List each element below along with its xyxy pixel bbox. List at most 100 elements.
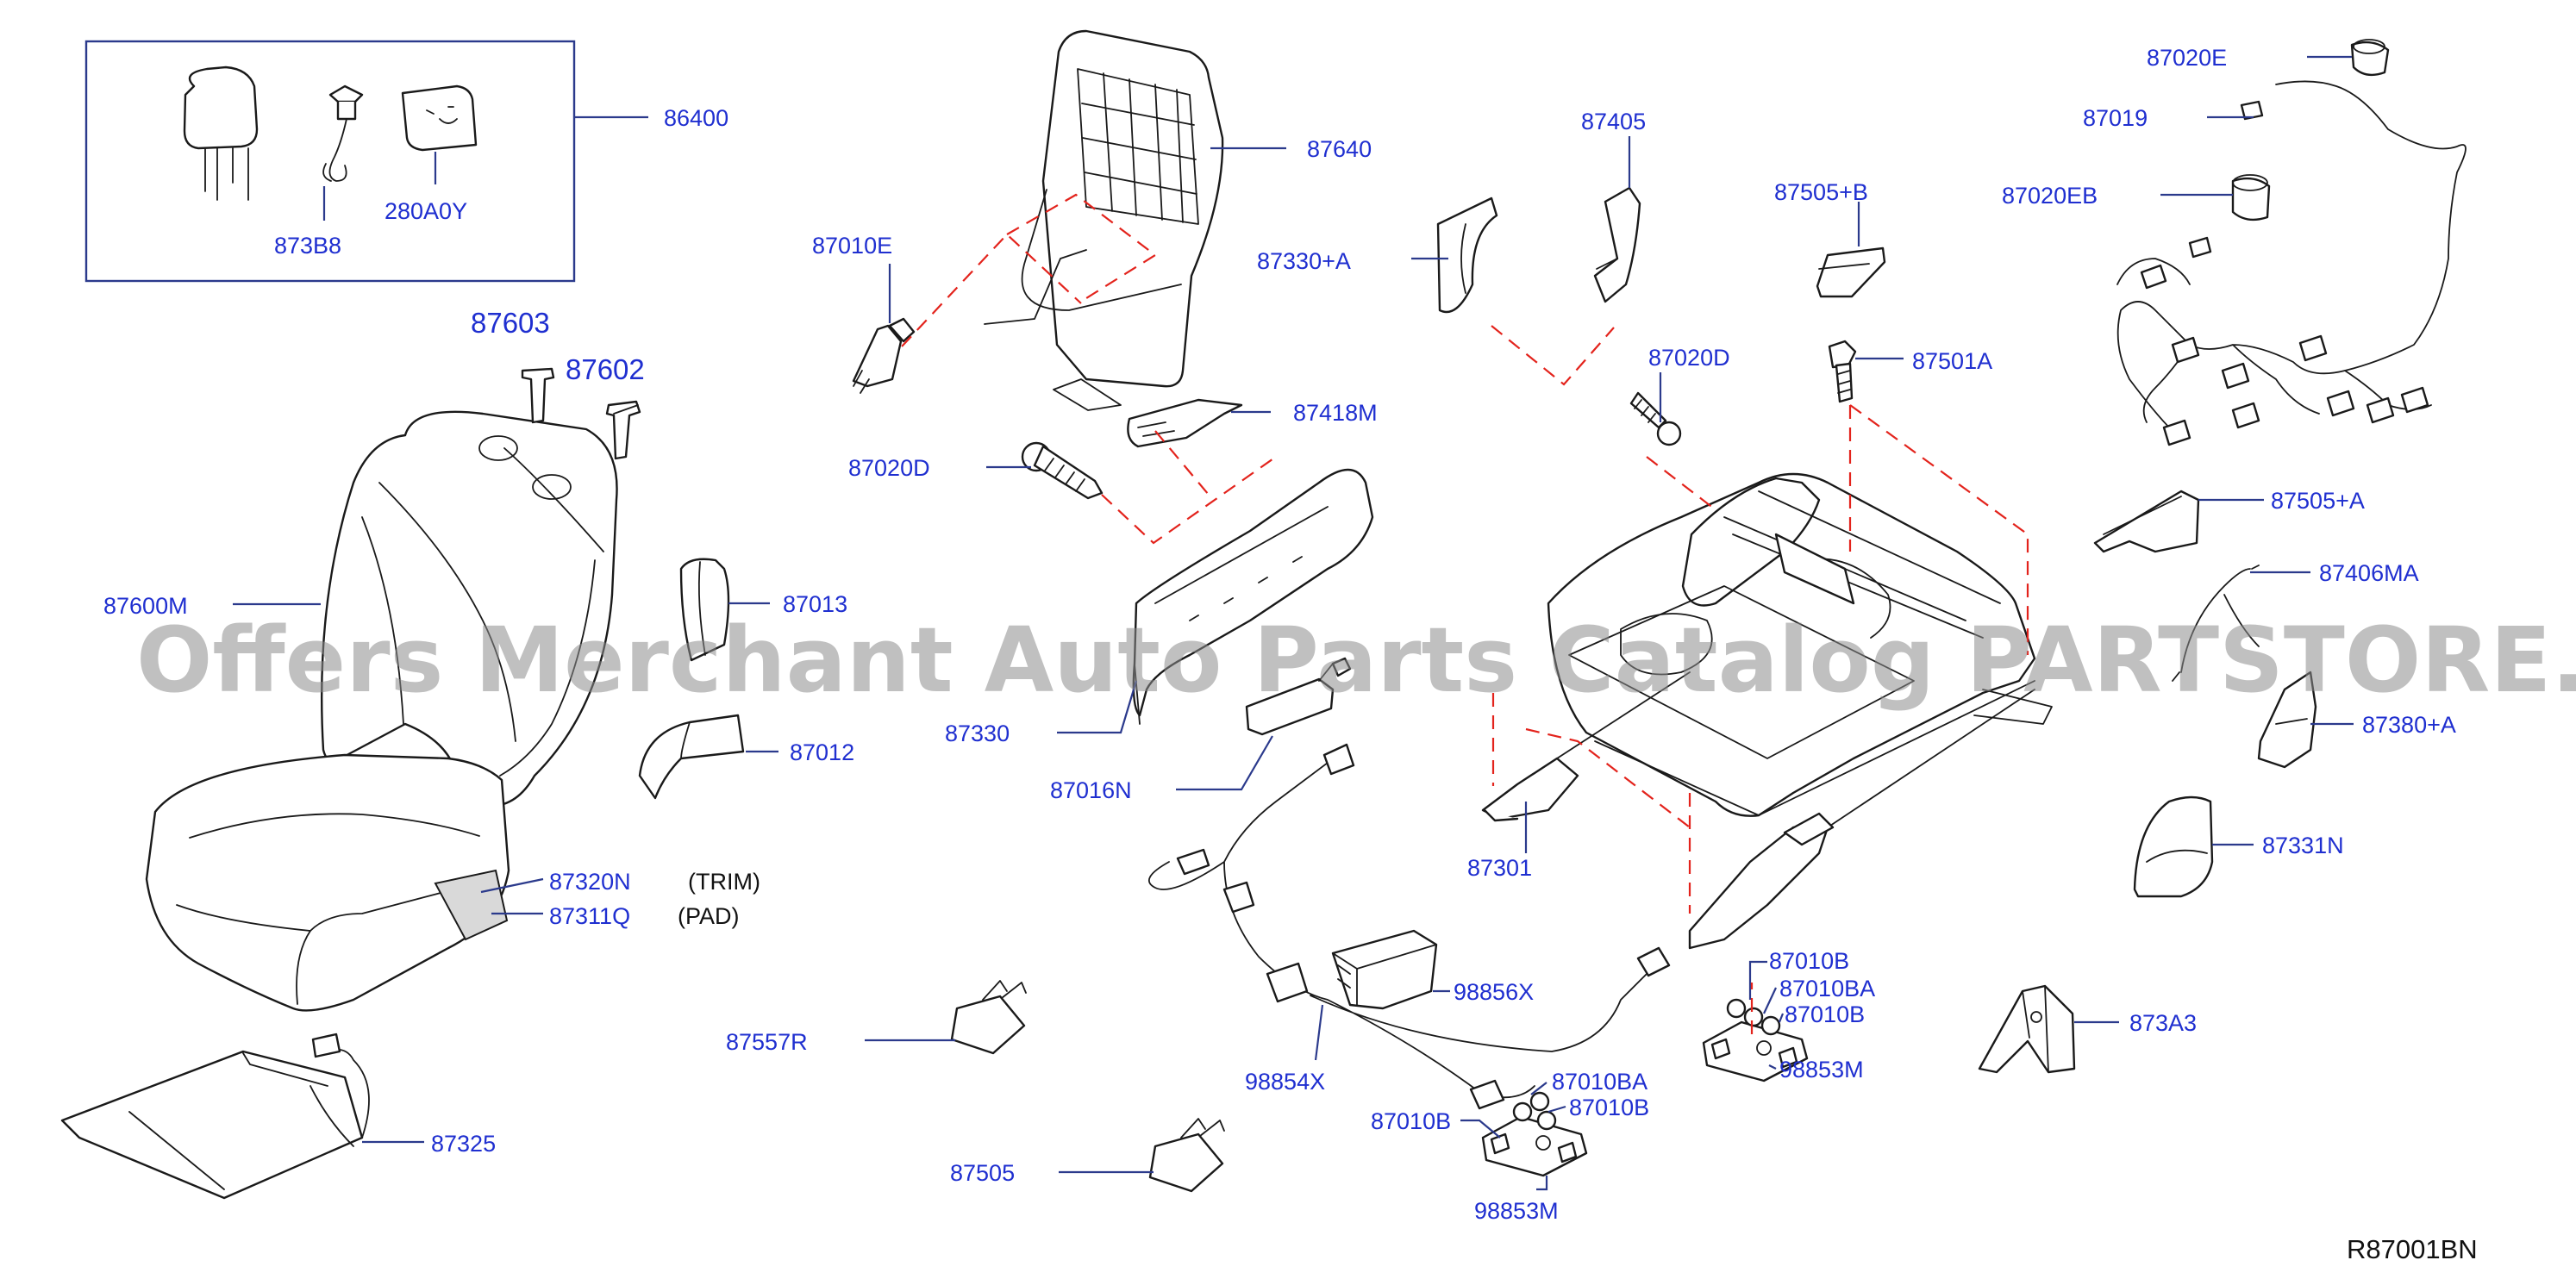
label-87013: 87013 xyxy=(783,591,847,617)
label-87010b-d: 87010B xyxy=(1569,1095,1649,1120)
label-86400: 86400 xyxy=(664,105,728,131)
screw-87020d-left-part xyxy=(1021,441,1104,500)
trim-87012-part xyxy=(638,714,745,800)
guide-pin-87603-part xyxy=(521,367,555,424)
label-87405: 87405 xyxy=(1581,109,1646,134)
leader-87010ba-b xyxy=(1530,1082,1547,1095)
leader-87016n xyxy=(1176,735,1273,791)
label-87501a: 87501A xyxy=(1912,348,1992,374)
label-87640: 87640 xyxy=(1307,136,1372,162)
label-87020d-a: 87020D xyxy=(848,455,930,481)
cover-87380a-part xyxy=(2257,671,2317,769)
label-87010ba-b: 87010BA xyxy=(1552,1069,1648,1095)
label-87380a: 87380+A xyxy=(2362,712,2456,738)
lock-pin-part xyxy=(322,84,364,182)
label-98853m-b: 98853M xyxy=(1474,1198,1559,1224)
label-87603: 87603 xyxy=(471,307,550,339)
label-873b8: 873B8 xyxy=(274,233,341,259)
cushion-pan-part xyxy=(60,1033,370,1200)
harness-right-part xyxy=(2116,80,2467,446)
assembly-lines xyxy=(901,193,2029,1034)
label-87010ba-a: 87010BA xyxy=(1779,976,1875,1001)
clip-87020e-part xyxy=(2350,39,2390,77)
label-87016n: 87016N xyxy=(1050,777,1132,803)
label-87330a: 87330+A xyxy=(1257,248,1351,274)
bracket-98853m-left-part xyxy=(1481,1091,1588,1177)
bolt-87010e-part xyxy=(852,317,916,394)
clip-87020eb-part xyxy=(2231,174,2271,221)
bracket-98853m-right-part xyxy=(1702,998,1809,1082)
label-280a0y: 280A0Y xyxy=(385,198,467,224)
leader-87320n xyxy=(480,877,544,894)
bracket-87505a-part xyxy=(2093,490,2200,553)
cable-87406ma-part xyxy=(2172,565,2260,682)
label-87010b-b: 87010B xyxy=(1785,1001,1865,1027)
label-87320n: 87320N xyxy=(549,869,631,895)
seat-frame-part xyxy=(1481,472,2053,950)
side-shield-87330-part xyxy=(1132,468,1374,725)
cover-87331n-part xyxy=(2133,795,2214,898)
label-87557r: 87557R xyxy=(726,1029,808,1055)
module-280a0y-part xyxy=(401,84,478,152)
back-frame-part xyxy=(984,29,1224,411)
leader-98853m-a xyxy=(1768,1064,1777,1070)
label-87311q: 87311Q xyxy=(549,903,630,929)
label-98853m-a: 98853M xyxy=(1779,1057,1864,1082)
label-87010b-c: 87010B xyxy=(1371,1108,1451,1134)
clip-87505-part xyxy=(1148,1118,1225,1193)
label-87505: 87505 xyxy=(950,1160,1015,1186)
label-87012: 87012 xyxy=(790,739,854,765)
leader-87010b-a xyxy=(1748,960,1767,1000)
label-87330: 87330 xyxy=(945,721,1010,746)
label-87505b: 87505+B xyxy=(1774,179,1868,205)
label-87020eb: 87020EB xyxy=(2002,183,2098,209)
bracket-873a3-part xyxy=(1978,984,2076,1074)
leader-87010b-b xyxy=(1778,1013,1785,1023)
label-87010e: 87010E xyxy=(812,233,892,259)
label-87020e: 87020E xyxy=(2147,45,2227,71)
guide-pin-87602-part xyxy=(605,400,641,460)
seat-back-part xyxy=(320,410,618,808)
label-87010b-a: 87010B xyxy=(1769,948,1849,974)
switch-87016n-part xyxy=(1245,657,1352,736)
label-87406ma: 87406MA xyxy=(2319,560,2419,586)
bracket-87418m-part xyxy=(1127,398,1243,448)
label-87020d-b: 87020D xyxy=(1648,345,1730,371)
label-87301: 87301 xyxy=(1467,855,1532,881)
label-87505a: 87505+A xyxy=(2271,488,2365,514)
diagram-code: R87001BN xyxy=(2347,1234,2478,1264)
part-labels: 86400 873B8 280A0Y 87603 87602 87600M 87… xyxy=(103,45,2478,1264)
label-87418m: 87418M xyxy=(1293,400,1378,426)
label-873a3: 873A3 xyxy=(2129,1010,2197,1036)
headrest-kit-group xyxy=(84,40,648,283)
note-pad: (PAD) xyxy=(678,903,740,929)
clip-87557r-part xyxy=(950,980,1027,1055)
label-87325: 87325 xyxy=(431,1131,496,1157)
leader-98854x xyxy=(1314,1004,1324,1061)
leader-98853m-b xyxy=(1536,1176,1548,1191)
leader-87330 xyxy=(1057,680,1138,734)
trim-87330a-part xyxy=(1436,197,1498,314)
seat-cushion-part xyxy=(145,753,510,1012)
module-98856x-part xyxy=(1331,929,1438,1010)
label-98854x: 98854X xyxy=(1245,1069,1325,1095)
label-87600m: 87600M xyxy=(103,593,188,619)
headrest-part xyxy=(183,66,259,201)
trim-87405-part xyxy=(1593,186,1641,303)
label-87331n: 87331N xyxy=(2262,833,2344,858)
label-87602: 87602 xyxy=(566,353,645,385)
bracket-87505b-part xyxy=(1816,246,1886,298)
label-98856x: 98856X xyxy=(1454,979,1534,1005)
screw-87020d-right-part xyxy=(1629,391,1682,446)
leader-87010b-c xyxy=(1460,1119,1501,1139)
leader-87010b-d xyxy=(1547,1105,1566,1114)
label-87019: 87019 xyxy=(2083,105,2148,131)
watermark-text: Offers Merchant Auto Parts Catalog PARTS… xyxy=(136,608,2576,713)
note-trim: (TRIM) xyxy=(688,869,760,895)
bolt-87501a-part xyxy=(1828,340,1857,403)
trim-87013-part xyxy=(679,558,730,662)
harness-98854x-part xyxy=(1147,743,1671,1110)
leader-87010ba-a xyxy=(1763,987,1777,1014)
